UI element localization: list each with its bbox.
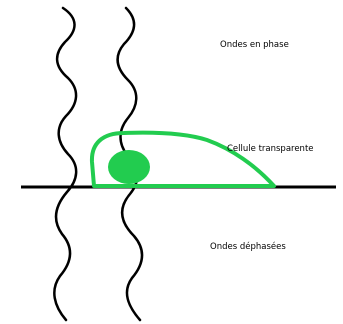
label-transparent-cell: Cellule transparente bbox=[227, 145, 314, 154]
label-out-of-phase: Ondes déphasées bbox=[210, 243, 286, 252]
label-in-phase: Ondes en phase bbox=[220, 41, 289, 50]
nucleus bbox=[108, 150, 150, 184]
wave-left bbox=[54, 8, 76, 320]
